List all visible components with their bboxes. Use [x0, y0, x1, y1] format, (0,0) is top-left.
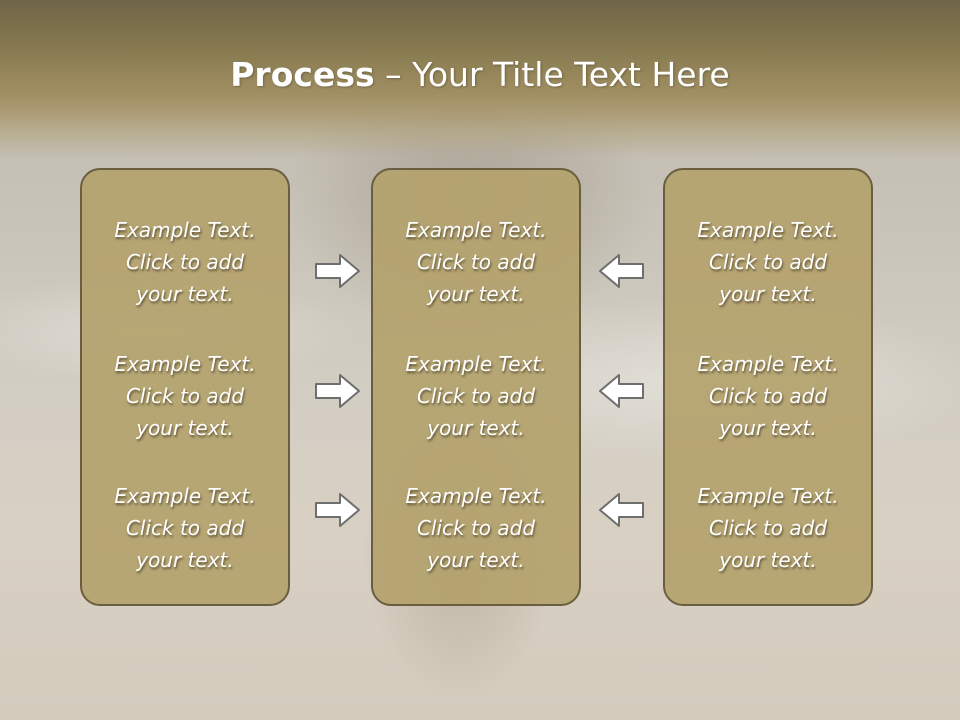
box-text-item[interactable]: Example Text. Click to add your text. [114, 218, 256, 306]
left-arrow-icon [599, 493, 644, 527]
slide-title[interactable]: Process – Your Title Text Here [0, 52, 960, 98]
title-bold: Process [230, 55, 375, 94]
process-box-right[interactable]: Example Text. Click to add your text. Ex… [663, 168, 873, 606]
right-arrow-icon [315, 493, 360, 527]
box-text-item[interactable]: Example Text. Click to add your text. [697, 218, 839, 306]
box-text-item[interactable]: Example Text. Click to add your text. [114, 484, 256, 572]
process-box-middle[interactable]: Example Text. Click to add your text. Ex… [371, 168, 581, 606]
right-arrow-icon [315, 374, 360, 408]
title-rest: – Your Title Text Here [374, 55, 730, 94]
box-text-item[interactable]: Example Text. Click to add your text. [405, 218, 547, 306]
left-arrow-icon [599, 374, 644, 408]
box-text-item[interactable]: Example Text. Click to add your text. [405, 352, 547, 440]
left-arrow-icon [599, 254, 644, 288]
process-box-left[interactable]: Example Text. Click to add your text. Ex… [80, 168, 290, 606]
box-text-item[interactable]: Example Text. Click to add your text. [697, 484, 839, 572]
box-text-item[interactable]: Example Text. Click to add your text. [405, 484, 547, 572]
right-arrow-icon [315, 254, 360, 288]
box-text-item[interactable]: Example Text. Click to add your text. [114, 352, 256, 440]
box-text-item[interactable]: Example Text. Click to add your text. [697, 352, 839, 440]
header-band [0, 0, 960, 158]
